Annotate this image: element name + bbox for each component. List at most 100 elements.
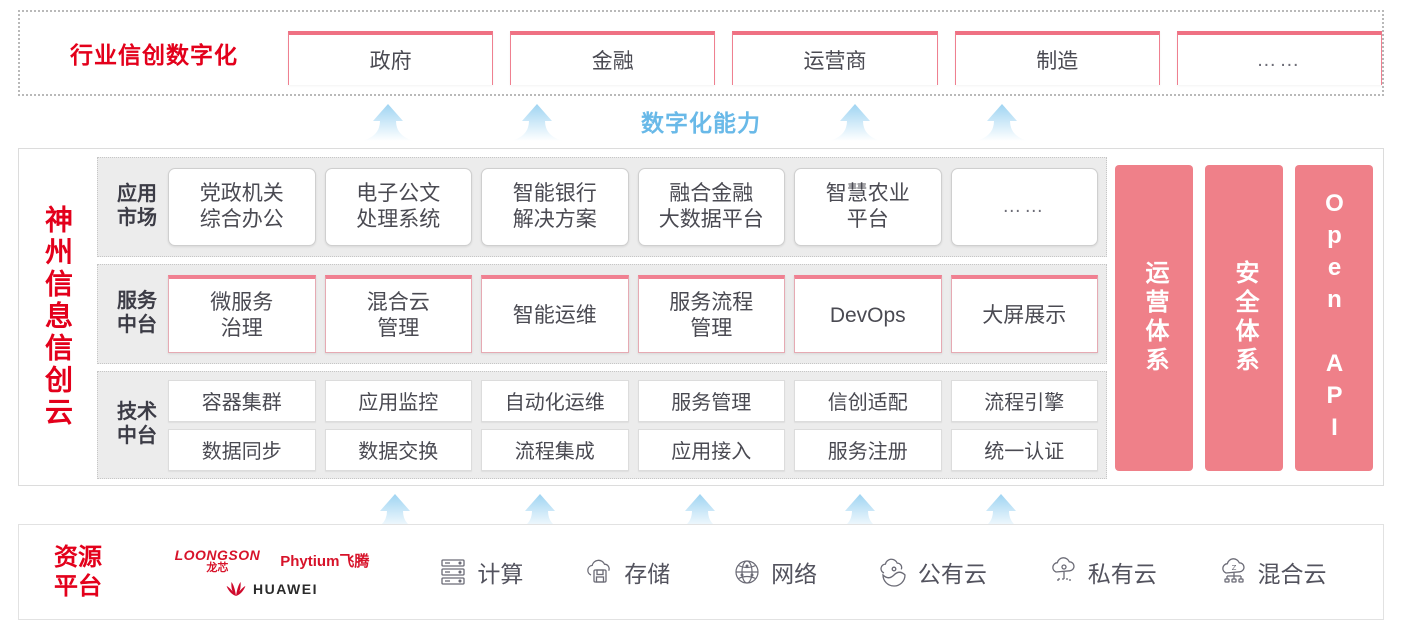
band-tech-platform: 技术 中台 容器集群 应用监控 自动化运维 服务管理 信创适配 流程引擎 数据同…: [97, 371, 1107, 479]
loongson-logo-cn: 龙芯: [206, 561, 229, 574]
industry-card-more[interactable]: ……: [1176, 31, 1383, 85]
hybrid-cloud-icon: Z: [1218, 556, 1250, 588]
up-arrow-icon: [511, 102, 563, 142]
card-line1: 混合云: [366, 290, 430, 314]
service-card-smart-ops[interactable]: 智能运维: [481, 275, 629, 353]
service-card-hybrid-cloud-mgmt[interactable]: 混合云管理: [324, 275, 472, 353]
industry-card-government[interactable]: 政府: [288, 31, 494, 85]
side-column-operations[interactable]: 运营体系: [1115, 165, 1193, 471]
resource-item-storage[interactable]: 存储: [584, 555, 670, 589]
tech-card-automated-ops[interactable]: 自动化运维: [481, 379, 629, 422]
card-line1: 大屏展示: [982, 303, 1067, 327]
huawei-flower-icon: [226, 581, 246, 597]
side-column-label: 运营体系: [1141, 260, 1168, 376]
up-arrow-icon: [829, 102, 881, 142]
card-line2: 综合办公: [199, 208, 284, 231]
tech-card-data-sync[interactable]: 数据同步: [168, 428, 316, 471]
card-line1: 融合金融: [669, 182, 754, 206]
tech-card-data-exchange[interactable]: 数据交换: [324, 428, 472, 471]
network-icon: [731, 556, 763, 588]
service-card-process-mgmt[interactable]: 服务流程管理: [637, 275, 785, 353]
card-line2: 治理: [220, 316, 263, 340]
resource-arrow-strip-bottom: [0, 490, 1402, 532]
card-line2: 管理: [690, 316, 733, 340]
industry-band: 行业信创数字化 政府 金融 运营商 制造 ……: [18, 10, 1384, 96]
card-line2: 管理: [377, 316, 420, 340]
tech-card-container-cluster[interactable]: 容器集群: [168, 379, 316, 422]
tech-card-row-2: 数据同步 数据交换 流程集成 应用接入 服务注册 统一认证: [168, 428, 1098, 471]
cloud-band-stack: 应用 市场 党政机关综合办公 电子公文处理系统 智能银行解决方案 融合金融大数据…: [97, 157, 1107, 479]
card-line1: 服务流程: [669, 290, 754, 314]
up-arrow-icon: [514, 492, 566, 532]
band-label-tech-platform: 技术 中台: [106, 401, 168, 448]
tech-card-app-monitoring[interactable]: 应用监控: [324, 379, 472, 422]
huawei-logo-text: HUAWEI: [253, 580, 318, 597]
industry-card-list: 政府 金融 运营商 制造 ……: [288, 12, 1383, 94]
capability-label: 数字化能力: [641, 110, 761, 136]
vendor-logo-row-1: LOONGSON 龙芯 Phytium飞腾: [175, 548, 370, 574]
service-card-devops[interactable]: DevOps: [794, 275, 942, 353]
cloud-brand-text: 神州信息信创云: [42, 205, 73, 429]
service-card-dashboard[interactable]: 大屏展示: [950, 275, 1098, 353]
resource-item-hybrid-cloud[interactable]: Z 混合云: [1218, 555, 1327, 589]
card-line2: 解决方案: [512, 208, 597, 231]
resource-item-list: 计算 存储: [407, 555, 1383, 589]
band-service-platform: 服务 中台 微服务治理 混合云管理 智能运维 服务流程管理: [97, 264, 1107, 364]
app-card-smart-bank[interactable]: 智能银行解决方案: [481, 168, 629, 246]
tech-card-unified-auth[interactable]: 统一认证: [950, 428, 1098, 471]
public-cloud-icon: [878, 556, 910, 588]
card-line2: 平台: [846, 208, 889, 231]
resource-item-network[interactable]: 网络: [731, 555, 817, 589]
side-column-group: 运营体系 安全体系 Open API: [1115, 165, 1373, 471]
app-card-more[interactable]: ……: [950, 168, 1098, 246]
resource-item-compute[interactable]: 计算: [437, 555, 523, 589]
resource-platform-title: 资源 平台: [19, 543, 137, 602]
industry-card-manufacturing[interactable]: 制造: [954, 31, 1160, 85]
app-card-finance-bigdata[interactable]: 融合金融大数据平台: [637, 168, 785, 246]
app-card-gov-office[interactable]: 党政机关综合办公: [168, 168, 316, 246]
band-label-service-platform: 服务 中台: [106, 290, 168, 337]
card-line1: 微服务: [210, 290, 274, 314]
tech-card-service-registry[interactable]: 服务注册: [794, 428, 942, 471]
vendor-logo-row-2: HUAWEI: [226, 581, 318, 597]
svg-text:Z: Z: [1231, 564, 1236, 572]
app-card-edoc-system[interactable]: 电子公文处理系统: [324, 168, 472, 246]
resource-title-line2: 平台: [54, 573, 102, 600]
band-label-line1: 服务: [117, 290, 157, 313]
resource-item-label: 私有云: [1087, 561, 1157, 587]
band-label-line2: 中台: [117, 314, 157, 336]
card-line2: 处理系统: [356, 208, 441, 231]
resource-item-public-cloud[interactable]: 公有云: [878, 555, 987, 589]
industry-card-finance[interactable]: 金融: [510, 31, 716, 85]
up-arrow-icon: [362, 102, 414, 142]
loongson-logo-en: LOONGSON: [174, 546, 261, 563]
resource-item-private-cloud[interactable]: 私有云: [1048, 555, 1157, 589]
card-line1: 智能运维: [512, 303, 597, 327]
tech-card-grid: 容器集群 应用监控 自动化运维 服务管理 信创适配 流程引擎 数据同步 数据交换…: [168, 379, 1098, 471]
card-line1: 智能银行: [512, 182, 597, 206]
side-column-label: 安全体系: [1231, 260, 1258, 376]
resource-title-line1: 资源: [54, 543, 102, 571]
phytium-logo: Phytium飞腾: [280, 553, 370, 570]
resource-item-label: 公有云: [917, 561, 987, 587]
app-card-smart-agriculture[interactable]: 智慧农业平台: [794, 168, 942, 246]
up-arrow-icon: [674, 492, 726, 532]
up-arrow-icon: [834, 492, 886, 532]
side-column-open-api[interactable]: Open API: [1295, 165, 1373, 471]
service-card-microservice-governance[interactable]: 微服务治理: [168, 275, 316, 353]
tech-card-xinchuang-adaptation[interactable]: 信创适配: [794, 379, 942, 422]
vendor-logo-group: LOONGSON 龙芯 Phytium飞腾 HUAWEI: [137, 548, 407, 597]
band-label-line1: 应用: [117, 183, 157, 206]
tech-card-service-mgmt[interactable]: 服务管理: [637, 379, 785, 422]
capability-arrow-strip-top: [0, 98, 1402, 144]
industry-card-telecom[interactable]: 运营商: [732, 31, 938, 85]
tech-card-process-engine[interactable]: 流程引擎: [950, 379, 1098, 422]
tech-card-app-access[interactable]: 应用接入: [637, 428, 785, 471]
side-column-label: Open API: [1321, 190, 1348, 446]
cloud-platform-panel: 神州信息信创云 应用 市场 党政机关综合办公 电子公文处理系统 智能银行: [18, 148, 1384, 486]
band-label-app-market: 应用 市场: [106, 183, 168, 230]
app-card-list: 党政机关综合办公 电子公文处理系统 智能银行解决方案 融合金融大数据平台 智慧农…: [168, 158, 1098, 256]
side-column-security[interactable]: 安全体系: [1205, 165, 1283, 471]
tech-card-process-integration[interactable]: 流程集成: [481, 428, 629, 471]
